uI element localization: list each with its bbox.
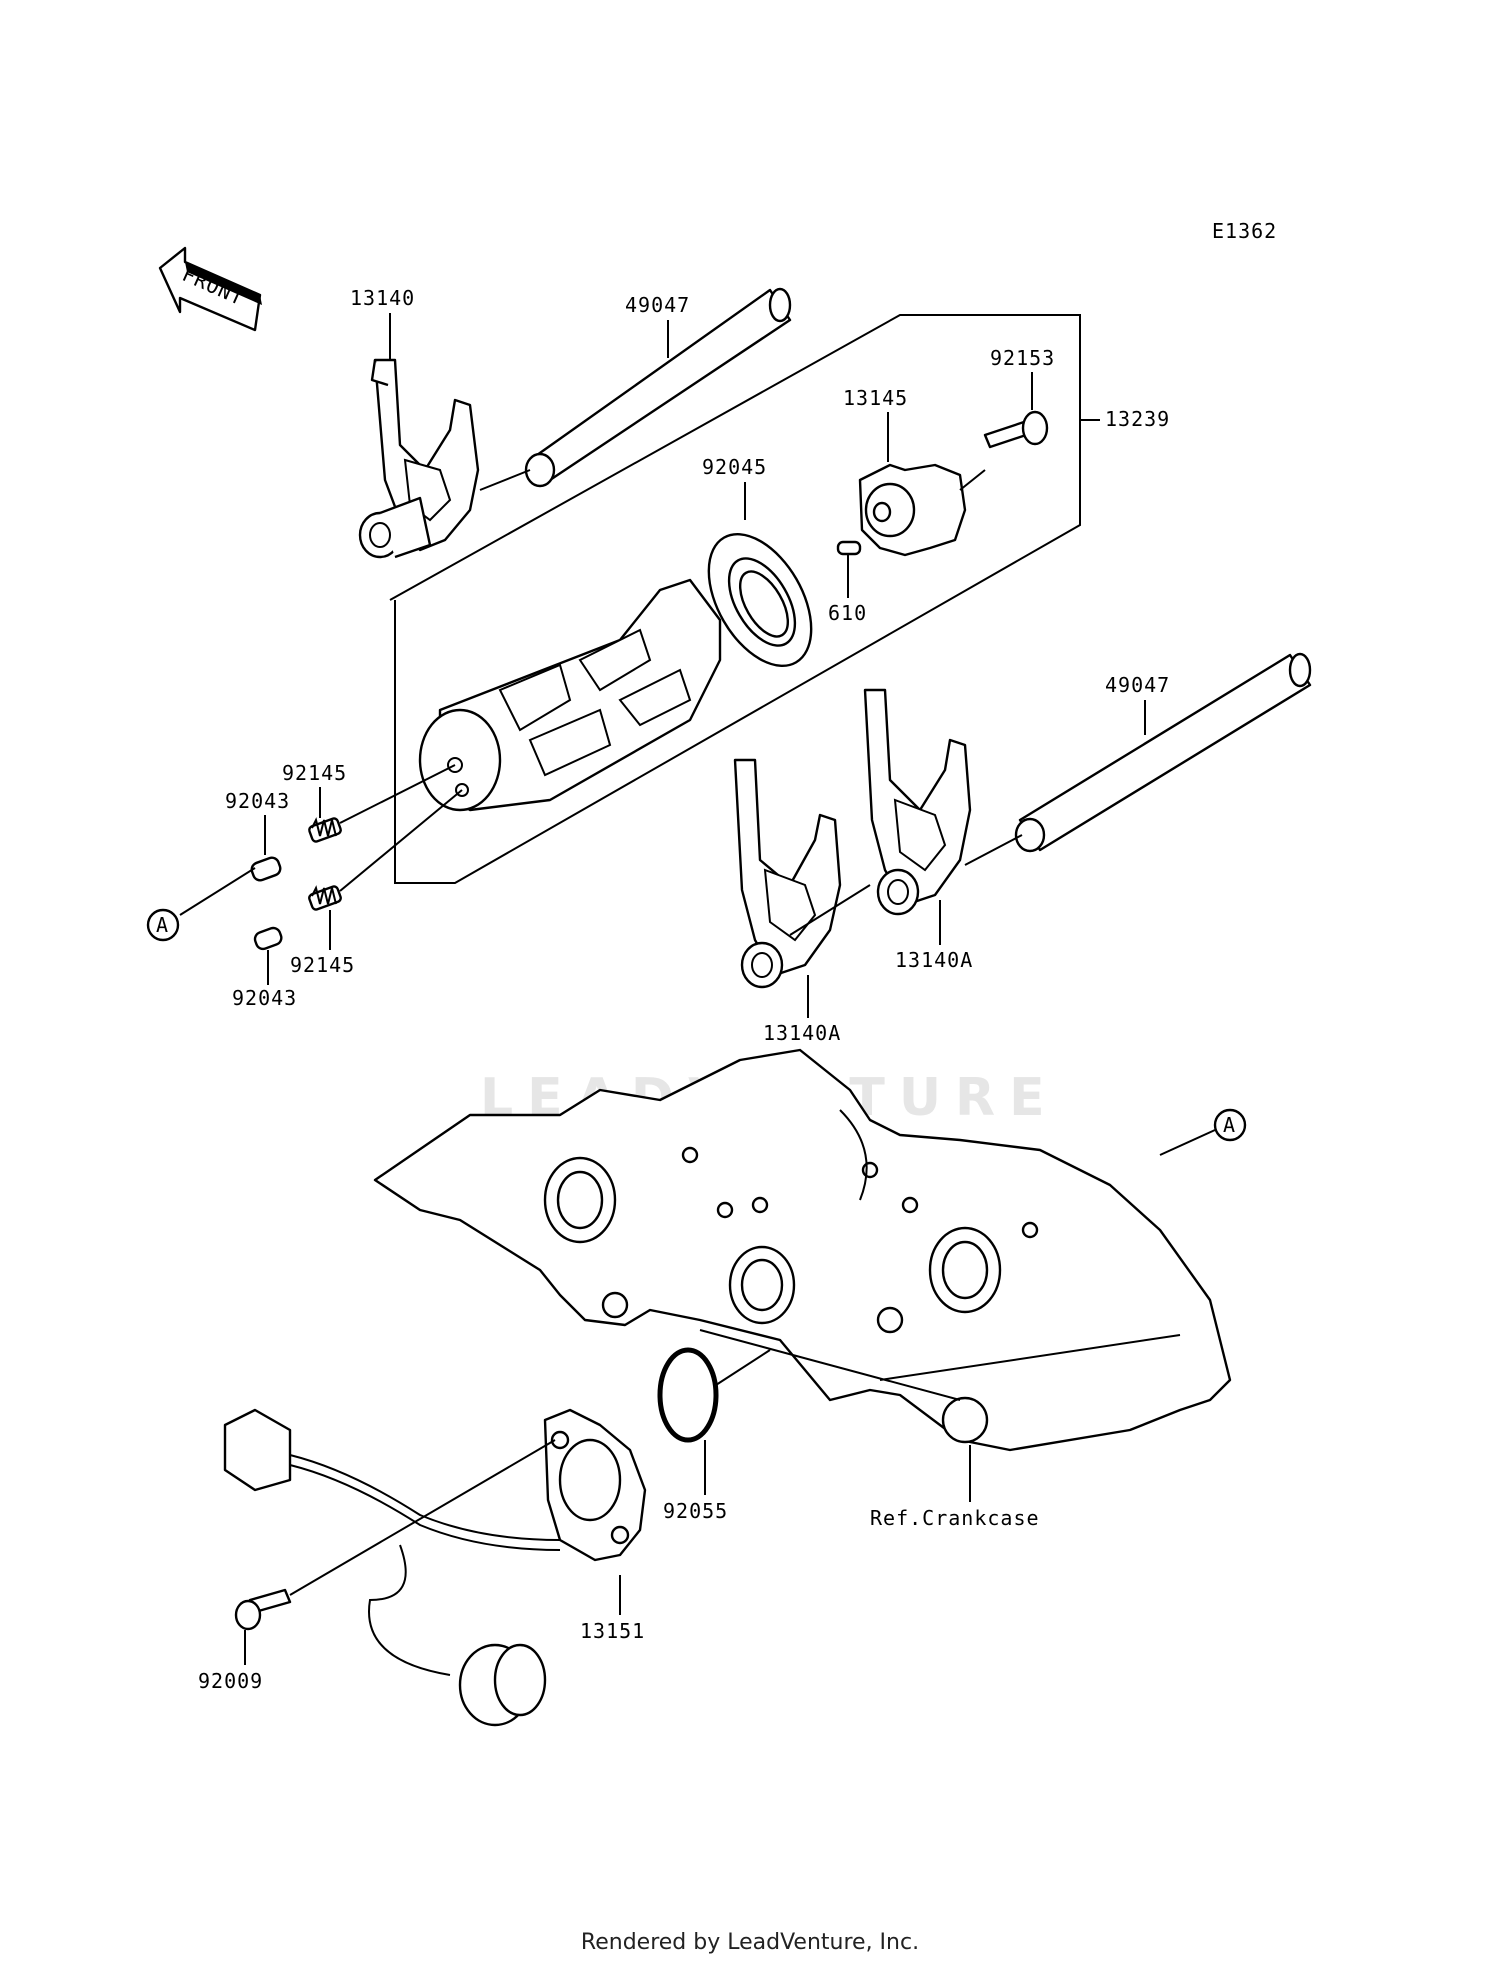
shift-drum [418,578,722,812]
diagram-code: E1362 [1212,219,1277,243]
pin-92043-bottom [253,926,283,951]
label-13140: 13140 [350,286,415,310]
label-13239: 13239 [1105,407,1170,431]
gear-position-sensor-13151 [223,1408,647,1727]
footer-credit: Rendered by LeadVenture, Inc. [580,1930,920,1955]
bearing-92045 [707,533,813,667]
crankcase [373,1048,1232,1452]
shift-fork-13140 [358,358,480,559]
spring-92145-bottom [308,885,342,911]
spring-92145-top [308,817,342,843]
shift-rod-49047-right [1014,652,1312,853]
label-49047-right: 49047 [1105,673,1170,697]
label-92045: 92045 [702,455,767,479]
label-49047-top: 49047 [625,293,690,317]
label-92009: 92009 [198,1669,263,1693]
label-92153: 92153 [990,346,1055,370]
bolt-92153 [983,410,1049,449]
label-92145-bottom: 92145 [290,953,355,977]
ref-crankcase-label: Ref.Crankcase [870,1506,1040,1530]
front-arrow-icon: FRONT [158,246,262,332]
label-610: 610 [828,601,867,625]
pin-610 [836,540,862,556]
label-13151: 13151 [580,1619,645,1643]
callout-a-left [146,908,180,942]
label-92043-top: 92043 [225,789,290,813]
bolt-92009 [234,1588,292,1631]
pin-92043-top [250,856,282,882]
shift-drum-cam-13145 [858,463,986,557]
shift-rod-49047-top [524,287,792,488]
shift-fork-13140A-right [863,688,972,916]
label-92145-top: 92145 [282,761,347,785]
label-13140A-left: 13140A [763,1021,841,1045]
assembly-bracket-13239 [389,314,1081,884]
label-92043-bottom: 92043 [232,986,297,1010]
shift-fork-13140A-left [733,758,842,989]
callout-a-right-label: A [1223,1113,1236,1137]
callout-a-right [1213,1108,1247,1142]
label-13140A-right: 13140A [895,948,973,972]
label-92055: 92055 [663,1499,728,1523]
label-13145: 13145 [843,386,908,410]
callout-a-left-label: A [156,913,169,937]
o-ring-92055 [657,1347,719,1443]
